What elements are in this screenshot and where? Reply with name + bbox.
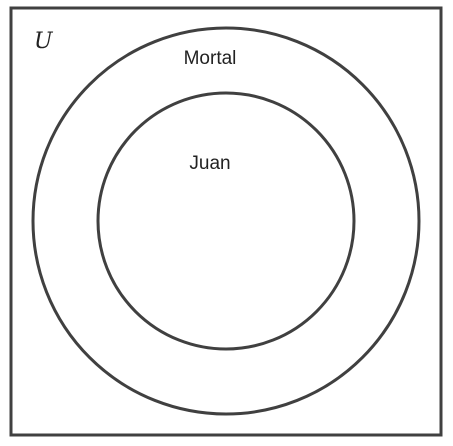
juan-label: Juan — [189, 153, 230, 174]
mortal-circle — [31, 26, 421, 416]
mortal-label: Mortal — [184, 48, 237, 69]
universe-box — [9, 6, 443, 437]
universe-label: U — [34, 29, 54, 54]
juan-circle — [96, 91, 356, 351]
